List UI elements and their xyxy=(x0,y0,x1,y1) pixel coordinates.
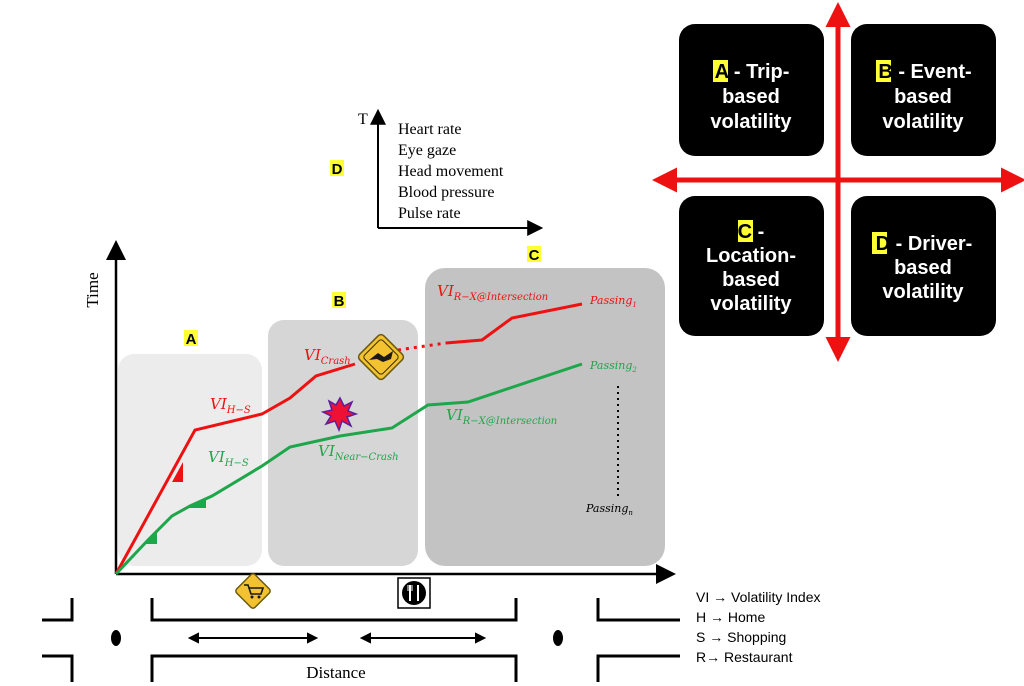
vi-hs-green-label: VIH−S xyxy=(208,448,249,469)
quadrant-c-box xyxy=(679,196,824,336)
vi-crash-label: VICrash xyxy=(304,346,351,367)
quadrant-a-text: A - Trip- based volatility xyxy=(710,60,792,133)
vi-near-crash-label: VINear−Crash xyxy=(318,442,399,463)
red-curve-segment-c xyxy=(445,302,583,345)
svg-text:volatility: volatility xyxy=(882,281,964,303)
zone-a-box xyxy=(118,354,262,566)
svg-text:D - Driver-: D - Driver- xyxy=(876,233,973,255)
quadrant-b-text: B - Event- based volatility xyxy=(876,60,972,133)
inset-measure-4: Blood pressure xyxy=(398,184,494,201)
zone-a-label: A xyxy=(186,331,197,348)
shopping-cart-icon xyxy=(235,573,271,609)
svg-text:volatility: volatility xyxy=(882,111,964,133)
svg-text:B - Event-: B - Event- xyxy=(878,61,971,83)
inset-measure-3: Head movement xyxy=(398,163,504,180)
zone-c-box xyxy=(425,268,665,566)
red-curve-dotted-segment xyxy=(397,341,447,352)
svg-text:volatility: volatility xyxy=(710,293,792,315)
svg-text:based: based xyxy=(722,269,780,291)
red-volatility-curve xyxy=(114,362,356,575)
green-slope-marker-2 xyxy=(188,500,206,508)
inset-measure-1: Heart rate xyxy=(398,121,462,138)
svg-text:based: based xyxy=(894,86,952,108)
passing-2-label: Passing2 xyxy=(589,359,637,374)
svg-text:A - Trip-: A - Trip- xyxy=(715,61,790,83)
zone-b-box xyxy=(268,320,418,566)
red-slope-marker xyxy=(172,462,183,482)
svg-text:volatility: volatility xyxy=(710,111,792,133)
svg-text:based: based xyxy=(722,86,780,108)
quadrant-a-box xyxy=(679,24,824,156)
quadrant-cross-arrows xyxy=(652,2,1024,362)
svg-text:based: based xyxy=(894,257,952,279)
passing-1-label: Passing1 xyxy=(589,294,637,309)
zone-b-label: B xyxy=(334,293,345,310)
car-crash-icon xyxy=(357,333,405,381)
green-volatility-curve xyxy=(114,362,583,576)
inset-d-label: D xyxy=(332,161,343,178)
road-marker-right xyxy=(553,630,563,646)
distance-arrows xyxy=(187,632,487,644)
inset-measure-2: Eye gaze xyxy=(398,142,456,159)
road-intersection xyxy=(42,598,680,682)
legend-vi: VI → Volatility Index xyxy=(696,589,821,605)
vi-hs-red-label: VIH−S xyxy=(210,395,251,416)
quadrant-b-box xyxy=(851,24,996,156)
x-axis-label: Distance xyxy=(306,663,365,682)
vi-rx-green-label: VIR−X@Intersection xyxy=(446,406,557,427)
svg-text:Location-: Location- xyxy=(706,245,796,267)
road-marker-left xyxy=(111,630,121,646)
y-axis-label: Time xyxy=(83,272,102,307)
zone-c-label: C xyxy=(529,247,540,264)
inset-measure-5: Pulse rate xyxy=(398,205,461,222)
green-slope-marker-1 xyxy=(145,533,157,544)
legend-h: H → Home xyxy=(696,609,765,625)
quadrant-d-box xyxy=(851,196,996,336)
quadrant-c-text: C - Location- based volatility xyxy=(706,220,796,315)
vi-rx-red-label: VIR−X@Intersection xyxy=(437,282,548,303)
legend-s: S → Shopping xyxy=(696,629,786,645)
inset-t-label: T xyxy=(358,111,368,128)
svg-text:C -: C - xyxy=(738,221,765,243)
restaurant-icon xyxy=(397,577,431,609)
explosion-icon xyxy=(320,396,359,433)
quadrant-d-text: D - Driver- based volatility xyxy=(872,232,972,303)
legend-r: R→ Restaurant xyxy=(696,649,793,665)
passing-n-label: Passingn xyxy=(585,502,633,517)
